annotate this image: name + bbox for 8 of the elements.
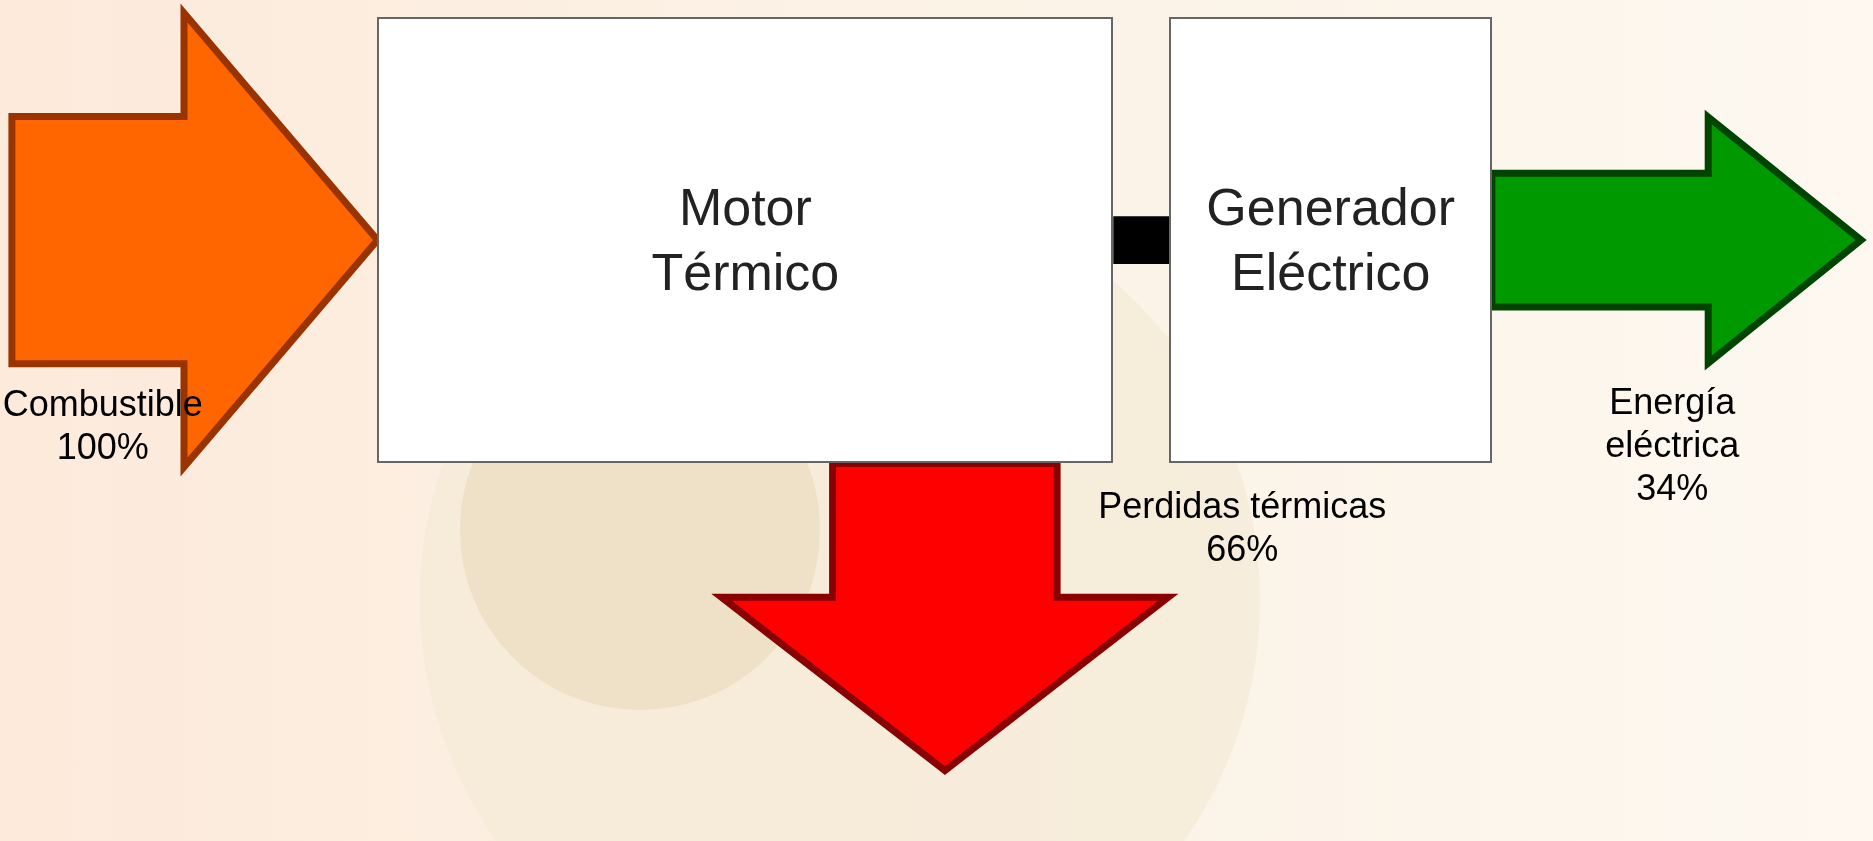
edge-label: Perdidas térmicas 66%: [1097, 483, 1388, 571]
block-arrow: [711, 460, 1179, 775]
process-box: [377, 16, 1114, 464]
process-box: [1169, 16, 1492, 464]
edge-label: Energía eléctrica 34%: [1604, 379, 1741, 510]
node-label: Motor Térmico: [650, 177, 841, 304]
node-label: Generador Eléctrico: [1205, 177, 1456, 304]
connector-bar: [1113, 216, 1170, 264]
